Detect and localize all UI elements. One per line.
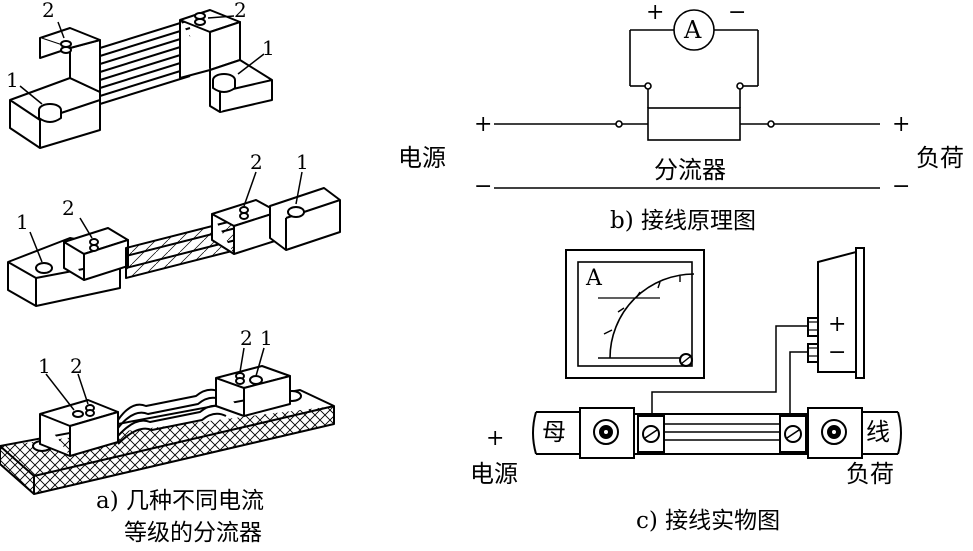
callout-1: 1 — [6, 68, 19, 92]
caption-c: c) 接线实物图 — [636, 508, 781, 534]
shunt-base-mounted-type — [0, 365, 335, 495]
physical-wiring-diagram — [532, 247, 902, 459]
caption-a-line1: a) 几种不同电流 — [96, 488, 264, 514]
bolt-1-right — [212, 73, 236, 93]
screw-2-left — [60, 40, 72, 54]
load-minus-sign: − — [892, 174, 911, 199]
load-plus-sign: + — [892, 112, 911, 137]
callout-2: 2 — [42, 0, 55, 22]
callout-1: 1 — [16, 210, 29, 234]
callout-2: 2 — [70, 354, 83, 378]
callout-2: 2 — [240, 326, 253, 350]
callout-1: 1 — [262, 36, 275, 60]
callout-2: 2 — [250, 150, 263, 174]
load-label-c: 负荷 — [846, 460, 894, 488]
callout-1: 1 — [38, 354, 51, 378]
source-minus-sign: − — [474, 174, 493, 199]
screw-2-right — [194, 12, 206, 26]
bus-left-label: 母 — [542, 418, 566, 446]
caption-b: b) 接线原理图 — [610, 208, 757, 234]
source-plus-sign: + — [474, 112, 493, 137]
source-plus-sign-c: + — [486, 426, 505, 451]
meter-terminal-minus: − — [828, 340, 847, 365]
source-label-b: 电源 — [398, 144, 446, 172]
shunt-bracket-type — [9, 9, 273, 149]
callout-1: 1 — [260, 326, 273, 350]
bus-right-label: 线 — [866, 418, 890, 446]
meter-face-letter: A — [586, 266, 602, 291]
ammeter-minus-sign: − — [728, 0, 747, 25]
bolt-1-left — [38, 103, 62, 123]
source-label-c: 电源 — [470, 460, 518, 488]
callout-2: 2 — [62, 196, 75, 220]
caption-a-line2: 等级的分流器 — [124, 520, 262, 546]
ammeter-plus-sign: + — [646, 0, 665, 25]
load-label-b: 负荷 — [916, 144, 964, 172]
meter-terminal-plus: + — [828, 312, 847, 337]
callout-2: 2 — [234, 0, 247, 22]
ammeter-front — [565, 249, 705, 379]
callout-1: 1 — [296, 150, 309, 174]
shunt-label: 分流器 — [654, 156, 726, 184]
ammeter-symbol-letter: A — [684, 16, 702, 44]
schematic-diagram — [494, 9, 880, 189]
shunt-symbol-box — [647, 107, 741, 141]
ammeter-side — [807, 247, 865, 379]
shunt-flat-type — [7, 187, 341, 307]
